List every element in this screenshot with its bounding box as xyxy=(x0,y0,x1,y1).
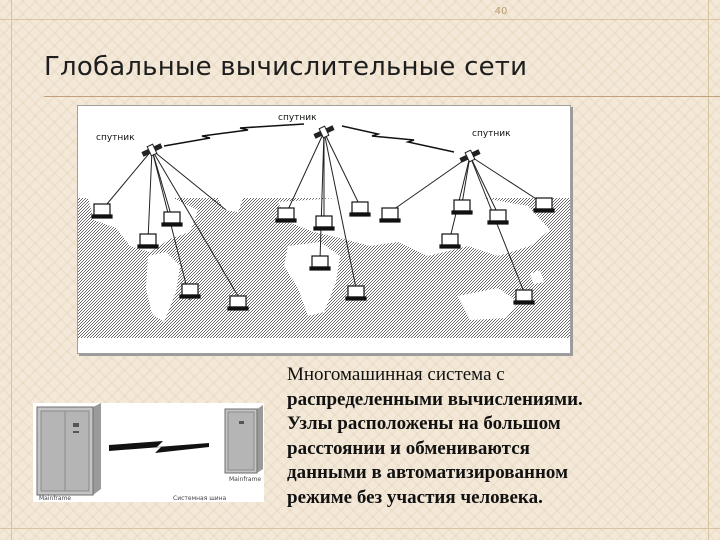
satellite-label-3: спутник xyxy=(472,129,511,139)
description-line: данными в автоматизированном xyxy=(287,462,569,483)
network-map-figure: спутник спутник спутник xyxy=(77,105,571,354)
mainframe-right-label: Mainframe xyxy=(229,476,261,483)
satellite-icons xyxy=(141,125,481,163)
frame-line-right xyxy=(708,0,709,540)
frame-line-top xyxy=(0,19,720,20)
lightning-bolt-icon xyxy=(109,441,209,453)
description-text: Многомашинная система с распределенными … xyxy=(287,363,707,510)
satellite-label-2: спутник xyxy=(278,113,317,123)
computer-icons xyxy=(91,197,555,311)
satellite-links xyxy=(163,123,455,153)
description-line: режиме без участия человека. xyxy=(287,486,543,508)
continents xyxy=(78,198,570,353)
frame-line-bottom xyxy=(0,528,720,529)
description-line: расстоянии и обмениваются xyxy=(287,437,530,459)
mainframe-left-icon xyxy=(36,403,101,496)
page-title: Глобальные вычислительные сети xyxy=(44,52,528,82)
description-line: распределенными вычислениями. xyxy=(287,388,583,410)
description-line: Многомашинная система с xyxy=(287,364,505,385)
frame-line-left xyxy=(11,0,12,540)
satellite-label-1: спутник xyxy=(96,133,135,143)
mainframe-left-label: Mainframe xyxy=(39,495,71,502)
hardware-caption: Системная шина xyxy=(173,495,227,502)
title-underline xyxy=(44,96,720,97)
mainframe-right-icon xyxy=(224,405,263,474)
page-number: 40 xyxy=(494,6,508,17)
description-line: Узлы расположены на большом xyxy=(287,413,561,434)
mainframes-figure: Mainframe Mainframe Системная шина xyxy=(33,403,264,502)
